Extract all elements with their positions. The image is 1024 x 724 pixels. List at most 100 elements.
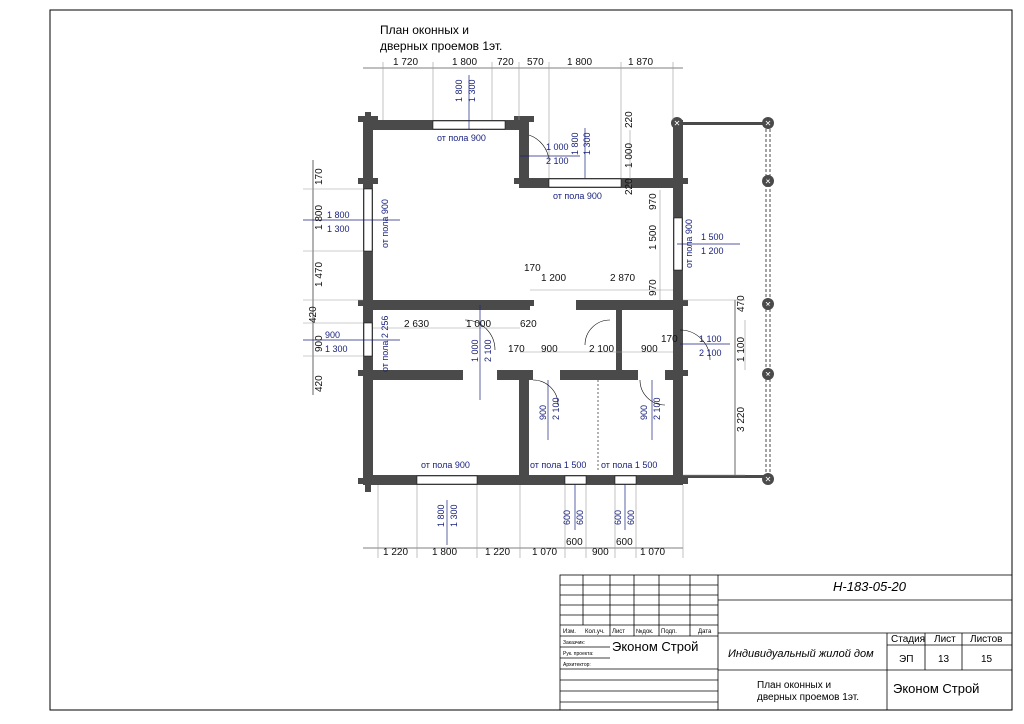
tb-project-name: Индивидуальный жилой дом (728, 648, 874, 660)
dim-inner-16: 3 220 (736, 407, 747, 432)
tb-role-2: Рук. проекта: (563, 651, 594, 657)
door-inner-3-w: 900 (639, 405, 649, 420)
floor-plan-walls (363, 120, 768, 485)
title-block (559, 574, 1013, 711)
dim-left-6: 900 (314, 335, 325, 352)
win-top-mid-sill: от пола 900 (553, 191, 602, 201)
tb-sheet-title-2: дверных проемов 1эт. (757, 692, 859, 703)
dim-inner-15: 470 (736, 295, 747, 312)
dim-bottom-2: 1 800 (432, 547, 457, 558)
dim-inner-6: 620 (520, 319, 537, 330)
svg-text:✕: ✕ (674, 119, 681, 128)
door-inner-2-h: 2 100 (551, 397, 561, 420)
tb-sheet: 13 (938, 654, 950, 665)
door-inner-3-h: 2 100 (652, 397, 662, 420)
dim-inner-3: 2 870 (610, 273, 635, 284)
tb-stage-header: Стадия (891, 634, 925, 645)
dim-left-7: 420 (314, 375, 325, 392)
door-top-mid-w: 1 000 (546, 142, 569, 152)
dim-top-5: 1 800 (567, 57, 592, 68)
dim-left-5: 420 (308, 306, 319, 323)
tb-company-right: Эконом Строй (893, 681, 979, 696)
dimension-lines (303, 62, 746, 558)
tb-h-date: Дата (698, 629, 712, 635)
win-top-left-sill: от пола 900 (437, 133, 486, 143)
tb-h-list: Лист (612, 629, 625, 635)
tb-company-left: Эконом Строй (612, 639, 698, 654)
dim-inner-19: 220 (624, 178, 635, 195)
win-left-sill: от пола 900 (380, 199, 390, 248)
dim-left-4: 1 470 (314, 262, 325, 287)
dim-inner-11: 170 (661, 334, 678, 345)
tb-role-1: Заказчик: (563, 640, 585, 646)
dim-top-3: 720 (497, 57, 514, 68)
win-top-mid-h: 1 300 (582, 132, 592, 155)
svg-text:✕: ✕ (765, 119, 772, 128)
dim-bottom-4: 1 070 (532, 547, 557, 558)
svg-text:✕: ✕ (765, 177, 772, 186)
win-right-w: 1 500 (701, 232, 724, 242)
dim-inner-2: 1 200 (541, 273, 566, 284)
tb-sheets-header: Листов (970, 634, 1003, 645)
tb-stage: ЭП (899, 654, 913, 665)
dim-inner-1: 170 (524, 263, 541, 274)
win-left-h: 1 300 (327, 224, 350, 234)
dim-bottom-3: 1 220 (485, 547, 510, 558)
tb-h-izm: Изм. (563, 629, 576, 635)
door-inner-1-h: 2 100 (483, 339, 493, 362)
dim-bottom-8: 1 070 (640, 547, 665, 558)
dim-inner-21: 1 500 (648, 225, 659, 250)
dim-inner-17: 220 (624, 111, 635, 128)
dim-bottom-1: 1 220 (383, 547, 408, 558)
dim-top-2: 1 800 (452, 57, 477, 68)
door-right-w: 1 100 (699, 334, 722, 344)
svg-text:✕: ✕ (765, 300, 772, 309)
dim-inner-8: 900 (541, 344, 558, 355)
win-top-mid-w: 1 800 (570, 132, 580, 155)
tb-sheet-title-1: План оконных и (757, 680, 831, 691)
door-swings (464, 134, 711, 470)
door-right-h: 2 100 (699, 348, 722, 358)
door-inner-1-w: 1 000 (470, 339, 480, 362)
tb-code: Н-183-05-20 (833, 579, 907, 594)
dim-inner-22: 970 (648, 279, 659, 296)
win-bottom-mid-h: 600 (575, 510, 585, 525)
win-left-w: 1 800 (327, 210, 350, 220)
dim-inner-18: 1 000 (624, 143, 635, 168)
win-left-small-sill: от пола 2 256 (380, 316, 390, 372)
tb-h-ndok: №док. (636, 628, 654, 635)
door-inner-2-w: 900 (538, 405, 548, 420)
dim-top-4: 570 (527, 57, 544, 68)
win-bottom-right-w: 600 (613, 510, 623, 525)
dim-left-1: 170 (314, 168, 325, 185)
door-top-mid-h: 2 100 (546, 156, 569, 166)
dim-inner-5: 1 000 (466, 319, 491, 330)
dim-inner-20: 970 (648, 193, 659, 210)
win-top-left-w: 1 800 (454, 79, 464, 102)
terrace-posts: ✕ ✕ ✕ ✕ ✕ ✕ (671, 117, 774, 485)
svg-text:✕: ✕ (765, 370, 772, 379)
win-bottom-left-sill: от пола 900 (421, 460, 470, 470)
log-corners (358, 112, 688, 492)
win-top-left-h: 1 300 (467, 79, 477, 102)
win-right-sill: от пола 900 (684, 219, 694, 268)
dim-inner-14: 1 100 (736, 337, 747, 362)
dim-bottom-5: 600 (566, 537, 583, 548)
dim-inner-7: 170 (508, 344, 525, 355)
dim-top-6: 1 870 (628, 57, 653, 68)
dim-bottom-6: 900 (592, 547, 609, 558)
tb-sheets: 15 (981, 654, 993, 665)
win-right-h: 1 200 (701, 246, 724, 256)
dim-top-1: 1 720 (393, 57, 418, 68)
drawing-title-line1: План оконных и (380, 23, 469, 37)
win-bottom-mid-w: 600 (562, 510, 572, 525)
opening-markers (303, 75, 740, 545)
tb-h-podp: Подп. (661, 629, 677, 635)
dim-bottom-7: 600 (616, 537, 633, 548)
tb-h-kol: Кол.уч. (585, 629, 605, 635)
dim-inner-4: 2 630 (404, 319, 429, 330)
svg-text:✕: ✕ (765, 475, 772, 484)
tb-role-3: Архитектор: (563, 662, 591, 668)
win-bottom-right-sill: от пола 1 500 (601, 460, 657, 470)
dim-left-2: 1 800 (314, 205, 325, 230)
